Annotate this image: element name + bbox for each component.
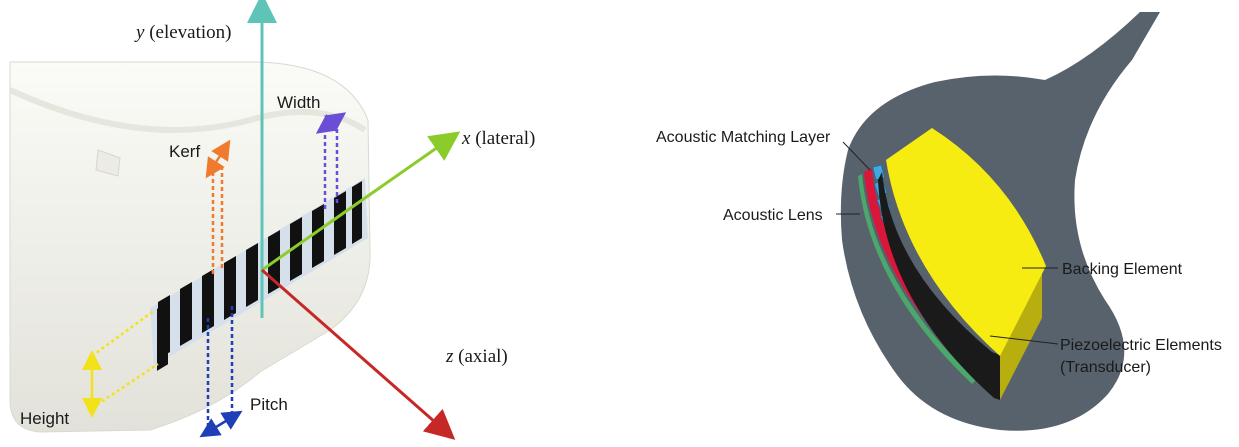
- array-element: [246, 243, 258, 307]
- array-element: [312, 204, 324, 268]
- backing-block-front: [878, 172, 1000, 400]
- backing-block-top: [886, 128, 1046, 356]
- width-arrow: [315, 112, 347, 134]
- array-element: [334, 191, 346, 255]
- array-element: [352, 181, 362, 244]
- pitch-arrow: [199, 410, 243, 438]
- y-axis-label: y (elevation): [134, 22, 231, 43]
- z-axis-label: z (axial): [445, 346, 508, 367]
- array-element: [224, 256, 236, 320]
- backing-block-side: [1000, 268, 1042, 400]
- piezo-label-line2: (Transducer): [1060, 359, 1151, 376]
- kerf-arrow: [205, 139, 231, 179]
- linear-array-diagram: y (elevation) x (lateral) z (axial) Widt…: [8, 0, 535, 440]
- array-element: [180, 282, 192, 346]
- array-element: [202, 269, 214, 333]
- backing-label: Backing Element: [1062, 261, 1183, 278]
- z-axis-arrow: [261, 268, 456, 440]
- width-label: Width: [277, 93, 320, 112]
- pitch-label: Pitch: [250, 395, 288, 414]
- leader-matching: [842, 141, 871, 171]
- x-axis-arrow: [261, 131, 461, 272]
- piezo-label-line1: Piezoelectric Elements: [1060, 337, 1222, 354]
- matching-layer-label: Acoustic Matching Layer: [656, 129, 831, 146]
- height-marker-bottom: [91, 362, 159, 410]
- array-element: [290, 217, 302, 281]
- height-label: Height: [20, 409, 69, 428]
- leader-piezo: [989, 335, 1059, 345]
- lens-label: Acoustic Lens: [723, 207, 823, 224]
- height-marker-top: [91, 308, 156, 358]
- kerf-label: Kerf: [169, 142, 200, 161]
- array-element: [158, 295, 170, 359]
- x-axis-label: x (lateral): [461, 128, 535, 149]
- probe-notch: [95, 149, 121, 177]
- curved-probe-crosssection: Acoustic Matching Layer Acoustic Lens Ba…: [656, 12, 1222, 431]
